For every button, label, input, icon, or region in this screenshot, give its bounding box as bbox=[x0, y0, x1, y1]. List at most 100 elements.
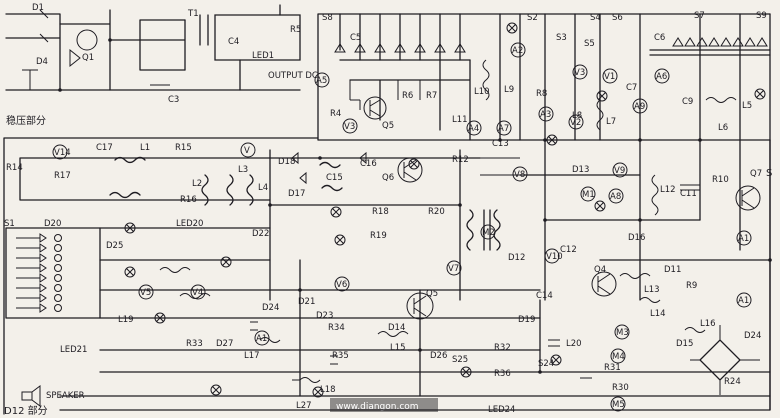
label-d22: D22 bbox=[252, 229, 269, 239]
meter-a5-label: A5 bbox=[316, 76, 327, 86]
meter-m3-label: M3 bbox=[616, 328, 629, 338]
label-s3: S3 bbox=[556, 33, 567, 43]
meter-v-label: V bbox=[244, 146, 250, 156]
label-d20: D20 bbox=[44, 219, 61, 229]
meter-v11 bbox=[602, 68, 618, 84]
meter-v14 bbox=[52, 144, 68, 160]
label-l14: L14 bbox=[650, 309, 666, 319]
label-c7: C7 bbox=[626, 83, 637, 93]
label-c4: C4 bbox=[228, 37, 239, 47]
label-l4: L4 bbox=[258, 183, 268, 193]
label-r8: R8 bbox=[536, 89, 547, 99]
meter-v-top-label: V3 bbox=[574, 68, 585, 78]
label-l9: L9 bbox=[504, 85, 514, 95]
meter-a9-label: A9 bbox=[634, 102, 645, 112]
meter-v12 bbox=[568, 114, 584, 130]
meter-v-top bbox=[572, 64, 588, 80]
label-d17: D17 bbox=[288, 189, 305, 199]
label-r16: R16 bbox=[180, 195, 197, 205]
watermark-background bbox=[330, 398, 438, 412]
meter-v bbox=[240, 142, 256, 158]
label-r34: R34 bbox=[328, 323, 345, 333]
label-l16: L16 bbox=[700, 319, 716, 329]
label-q4: Q4 bbox=[594, 265, 606, 275]
meter-a7-label: A7 bbox=[498, 124, 509, 134]
speaker-label: SPEAKER bbox=[46, 391, 85, 401]
meter-a1b-label: A1 bbox=[738, 296, 749, 306]
label-d12: D12 bbox=[508, 253, 525, 263]
left-lamp-bank bbox=[5, 227, 541, 319]
label-r24: R24 bbox=[724, 377, 741, 387]
label-l3: L3 bbox=[238, 165, 248, 175]
label-r33: R33 bbox=[186, 339, 203, 349]
meter-m-mid-label: A1 bbox=[256, 334, 267, 344]
label-r4: R4 bbox=[330, 109, 341, 119]
label-s9: S9 bbox=[756, 11, 767, 21]
meter-v7 bbox=[446, 260, 462, 276]
label-s6: S6 bbox=[612, 13, 623, 23]
lamp bbox=[754, 88, 766, 100]
label-q5: Q5 bbox=[426, 289, 438, 299]
lamp bbox=[312, 386, 324, 398]
meter-m3 bbox=[614, 324, 630, 340]
label-r32: R32 bbox=[494, 343, 511, 353]
label-d14: D14 bbox=[388, 323, 405, 333]
meter-a2 bbox=[510, 42, 526, 58]
label-c13: C13 bbox=[492, 139, 509, 149]
meter-m5 bbox=[610, 396, 626, 412]
label-l13: L13 bbox=[644, 285, 660, 295]
label-c11: C11 bbox=[680, 189, 697, 199]
meter-v14-label: V14 bbox=[54, 148, 71, 158]
label-d18: D18 bbox=[278, 157, 295, 167]
meter-a1-right-label: A1 bbox=[738, 234, 749, 244]
label-l1: L1 bbox=[140, 143, 150, 153]
meter-a1-right bbox=[736, 230, 752, 246]
lamp bbox=[124, 222, 136, 234]
meter-v8 bbox=[512, 166, 528, 182]
meter-a7 bbox=[496, 120, 512, 136]
middle-section bbox=[19, 149, 520, 301]
label-d13: D13 bbox=[572, 165, 589, 175]
label-c9: C9 bbox=[682, 97, 693, 107]
label-d4: D4 bbox=[36, 57, 48, 67]
meter-a3 bbox=[538, 106, 554, 122]
label-t1: T1 bbox=[187, 9, 199, 19]
meter-v8-label: V8 bbox=[514, 170, 525, 180]
label-r14: R14 bbox=[6, 163, 23, 173]
meter-m2 bbox=[480, 224, 496, 240]
label-r18: R18 bbox=[372, 207, 389, 217]
label-r7: R7 bbox=[426, 91, 437, 101]
meter-a6 bbox=[654, 68, 670, 84]
label-r15: R15 bbox=[175, 143, 192, 153]
power-supply-section bbox=[5, 4, 301, 92]
label-c16: C16 bbox=[360, 159, 377, 169]
label-r36: R36 bbox=[494, 369, 511, 379]
meter-m1 bbox=[580, 186, 596, 202]
label-l8: L8 bbox=[572, 111, 582, 121]
meter-m-mid bbox=[254, 330, 270, 346]
meter-v9-label: V9 bbox=[614, 166, 625, 176]
label-r19: R19 bbox=[370, 231, 387, 241]
label-r12: R12 bbox=[452, 155, 469, 165]
meter-a3-label: A3 bbox=[540, 110, 551, 120]
label-led21: LED21 bbox=[60, 345, 87, 355]
meter-a1b bbox=[736, 292, 752, 308]
label-d24: D24 bbox=[744, 331, 761, 341]
label-l19: L19 bbox=[118, 315, 134, 325]
label-s4: S4 bbox=[590, 13, 601, 23]
switch-s-label: S bbox=[766, 168, 772, 179]
lamp bbox=[330, 206, 342, 218]
meter-v5-label: V5 bbox=[140, 288, 151, 298]
lamp bbox=[460, 366, 472, 378]
label-c14: C14 bbox=[536, 291, 553, 301]
output-dc-label: OUTPUT DC bbox=[268, 71, 318, 81]
label-d24b: D24 bbox=[262, 303, 279, 313]
label-l5: L5 bbox=[742, 101, 752, 111]
label-r20: R20 bbox=[428, 207, 445, 217]
label-q3: Q5 bbox=[382, 121, 394, 131]
label-led20: LED20 bbox=[176, 219, 203, 229]
meter-v4-label: V4 bbox=[192, 288, 203, 298]
watermark-text: www.diangon.com bbox=[336, 402, 419, 412]
lamp bbox=[334, 234, 346, 246]
